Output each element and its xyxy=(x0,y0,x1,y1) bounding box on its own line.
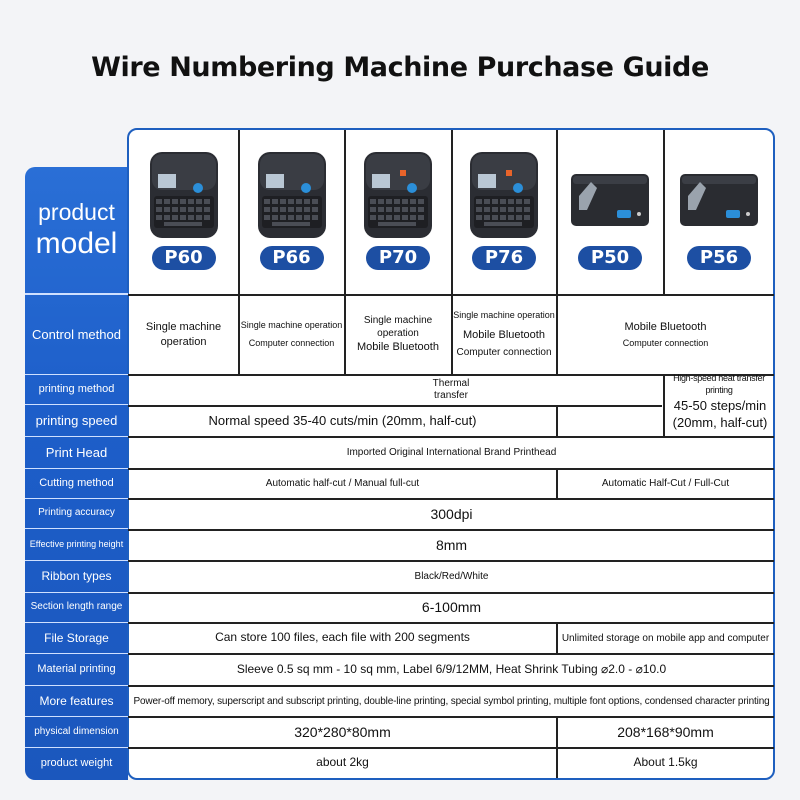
model-badge-p70: P70 xyxy=(366,246,430,270)
control-p66: Single machine operation Computer connec… xyxy=(239,295,344,374)
grid-line xyxy=(128,685,774,687)
grid-line xyxy=(556,130,558,294)
model-badge-p66: P66 xyxy=(259,246,324,270)
storage-left: Can store 100 files, each file with 200 … xyxy=(215,630,470,645)
grid-line xyxy=(556,622,558,653)
model-badge-p76: P76 xyxy=(472,246,536,270)
product-p56: P56 xyxy=(664,130,774,294)
accuracy-value: 300dpi xyxy=(430,505,473,522)
dimension-right: 208*168*90mm xyxy=(617,723,714,740)
print-speed-normal: Normal speed 35-40 cuts/min (20mm, half-… xyxy=(208,412,477,428)
grid-line xyxy=(663,130,665,294)
grid-line xyxy=(128,592,774,594)
product-p60: P60 xyxy=(129,130,238,294)
grid-line xyxy=(451,130,453,374)
print-head-value: Imported Original International Brand Pr… xyxy=(346,447,557,458)
header-ribbon-types: Ribbon types xyxy=(25,561,128,593)
features-value: Power-off memory, superscript and subscr… xyxy=(133,695,770,707)
control-p60: Single machine operation xyxy=(145,321,222,348)
header-model-line1: product xyxy=(38,199,115,226)
grid-line xyxy=(128,653,774,655)
header-printing-accuracy: Printing accuracy xyxy=(25,499,128,529)
grid-line xyxy=(128,498,774,500)
printer-image xyxy=(257,152,326,238)
material-value: Sleeve 0.5 sq mm - 10 sq mm, Label 6/9/1… xyxy=(236,661,667,676)
grid-line xyxy=(128,405,662,407)
printer-image xyxy=(364,152,432,238)
model-badge-p50: P50 xyxy=(578,246,642,270)
height-value: 8mm xyxy=(435,536,468,553)
header-column xyxy=(25,167,128,780)
header-cutting-method: Cutting method xyxy=(25,469,128,499)
grid-line xyxy=(128,560,774,562)
control-p66-line1: Single machine operation xyxy=(240,319,343,330)
cutting-right: Automatic Half-Cut / Full-Cut xyxy=(601,478,730,489)
weight-left: about 2kg xyxy=(316,755,369,770)
page-title: Wire Numbering Machine Purchase Guide xyxy=(91,52,709,83)
printer-image xyxy=(680,174,758,226)
header-effective-height: Effective printing height xyxy=(25,529,128,561)
grid-line xyxy=(238,130,240,374)
printer-image xyxy=(571,174,649,226)
header-material-printing: Material printing xyxy=(25,654,128,686)
control-p66-line2: Computer connection xyxy=(248,337,335,348)
control-p76-line3: Computer connection xyxy=(456,346,552,358)
header-more-features: More features xyxy=(25,686,128,717)
ribbon-value: Black/Red/White xyxy=(414,571,489,582)
control-p76: Single machine operation Mobile Bluetoot… xyxy=(452,295,556,374)
model-badge-p60: P60 xyxy=(151,246,216,270)
header-product-weight: product weight xyxy=(40,757,113,770)
control-p70: Single machine operation Mobile Bluetoot… xyxy=(345,295,451,374)
grid-line xyxy=(128,529,774,531)
model-badge-p56: P56 xyxy=(687,246,751,270)
grid-line xyxy=(128,747,774,749)
product-p70: P70 xyxy=(345,130,451,294)
header-section-length: Section length range xyxy=(25,593,128,623)
dimension-left: 320*280*80mm xyxy=(294,723,391,740)
printer-image xyxy=(470,152,538,238)
grid-line xyxy=(344,130,346,374)
control-p76-line1: Single machine operation xyxy=(453,310,555,320)
grid-line xyxy=(128,716,774,718)
control-p70-line1: Single machine operation xyxy=(363,315,433,340)
grid-line xyxy=(128,436,774,438)
grid-line xyxy=(128,374,774,376)
control-p50-line2: Computer connection xyxy=(622,337,709,348)
grid-line xyxy=(128,468,774,470)
weight-right: About 1.5kg xyxy=(633,755,698,770)
header-file-storage: File Storage xyxy=(25,623,128,654)
product-p76: P76 xyxy=(452,130,556,294)
printer-image xyxy=(149,152,218,238)
product-p50: P50 xyxy=(557,130,663,294)
header-printing-speed: printing speed xyxy=(25,405,128,437)
grid-line xyxy=(556,405,558,436)
control-p50-p56: Mobile Bluetooth Computer connection xyxy=(557,295,774,374)
print-speed-fast: 45-50 steps/min (20mm, half-cut) xyxy=(672,398,768,430)
storage-right: Unlimited storage on mobile app and comp… xyxy=(561,632,770,644)
header-model-line2: model xyxy=(35,227,118,261)
grid-line xyxy=(663,374,665,436)
grid-line xyxy=(556,294,558,374)
control-p76-line2: Mobile Bluetooth xyxy=(463,328,545,341)
print-method-high-speed: High-speed heat transfer printing xyxy=(673,373,765,395)
header-product-model: product model xyxy=(25,167,128,295)
control-p50-line1: Mobile Bluetooth xyxy=(624,320,707,333)
control-p70-line2: Mobile Bluetooth xyxy=(357,341,439,354)
grid-line xyxy=(556,468,558,498)
section-value: 6-100mm xyxy=(421,599,482,616)
product-p66: P66 xyxy=(239,130,344,294)
header-print-head: Print Head xyxy=(25,437,128,469)
header-control-method: Control method xyxy=(25,295,128,375)
cutting-left: Automatic half-cut / Manual full-cut xyxy=(265,478,420,489)
grid-line xyxy=(128,622,774,624)
grid-line xyxy=(556,716,558,778)
header-printing-method: printing method xyxy=(25,375,128,405)
header-physical-dimension: physical dimension xyxy=(25,717,128,748)
print-method-thermal: Thermal transfer xyxy=(432,377,470,402)
